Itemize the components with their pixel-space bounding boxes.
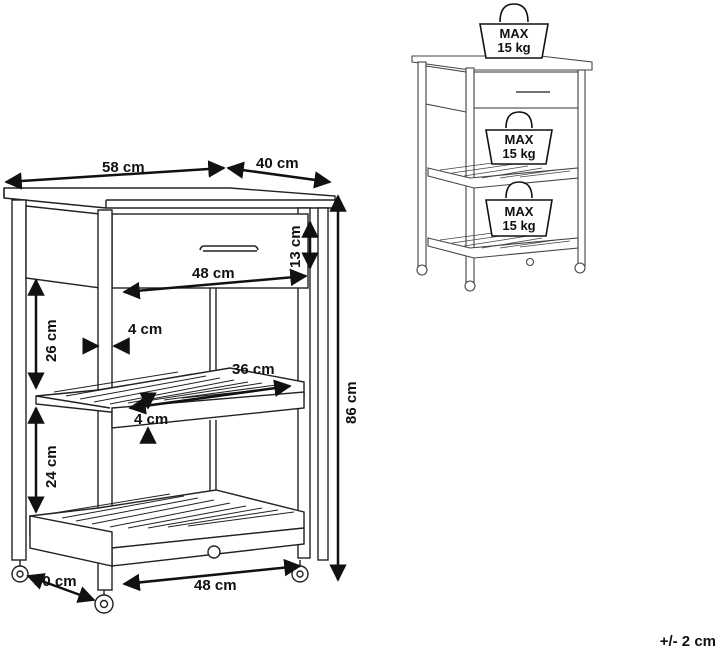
load-labels: MAX 15 kg MAX 15 kg MAX 15 kg xyxy=(497,26,535,233)
bottom-shelf xyxy=(29,489,305,567)
dimension-labels: 58 cm 40 cm 13 cm 48 cm 26 cm 4 cm 36 cm… xyxy=(34,155,360,594)
weight-icon xyxy=(485,111,553,165)
cart-main-drawing xyxy=(3,187,336,614)
label-gap-lower: 24 cm xyxy=(43,445,60,488)
label-shelf-rim: 4 cm xyxy=(134,411,168,428)
weight-icon xyxy=(479,3,549,59)
cart-leg-front-right xyxy=(317,207,329,561)
label-gap-upper: 26 cm xyxy=(43,319,60,362)
load-max-label: MAX xyxy=(505,204,534,219)
label-drawer-height: 13 cm xyxy=(287,225,304,268)
load-weight-label: 15 kg xyxy=(497,40,530,55)
label-depth-top: 40 cm xyxy=(256,155,299,172)
label-width-top: 58 cm xyxy=(102,159,145,176)
load-weight-label: 15 kg xyxy=(502,146,535,161)
label-base-width: 48 cm xyxy=(194,577,237,594)
drawer-handle xyxy=(199,245,259,252)
label-base-depth: 30 cm xyxy=(34,573,77,590)
load-max-label: MAX xyxy=(500,26,529,41)
load-weight-label: 15 kg xyxy=(502,218,535,233)
cart-leg-back-left xyxy=(11,199,27,561)
cart-load-drawing xyxy=(411,3,593,292)
cart-top xyxy=(3,187,336,209)
label-total-height: 86 cm xyxy=(343,381,360,424)
label-drawer-width: 48 cm xyxy=(192,265,235,282)
load-max-label: MAX xyxy=(505,132,534,147)
label-leg-offset: 4 cm xyxy=(128,321,162,338)
dimension-lines xyxy=(4,160,347,603)
weight-icon xyxy=(485,181,553,237)
label-shelf-depth: 36 cm xyxy=(232,361,275,378)
tolerance-note: +/- 2 cm xyxy=(659,633,716,650)
